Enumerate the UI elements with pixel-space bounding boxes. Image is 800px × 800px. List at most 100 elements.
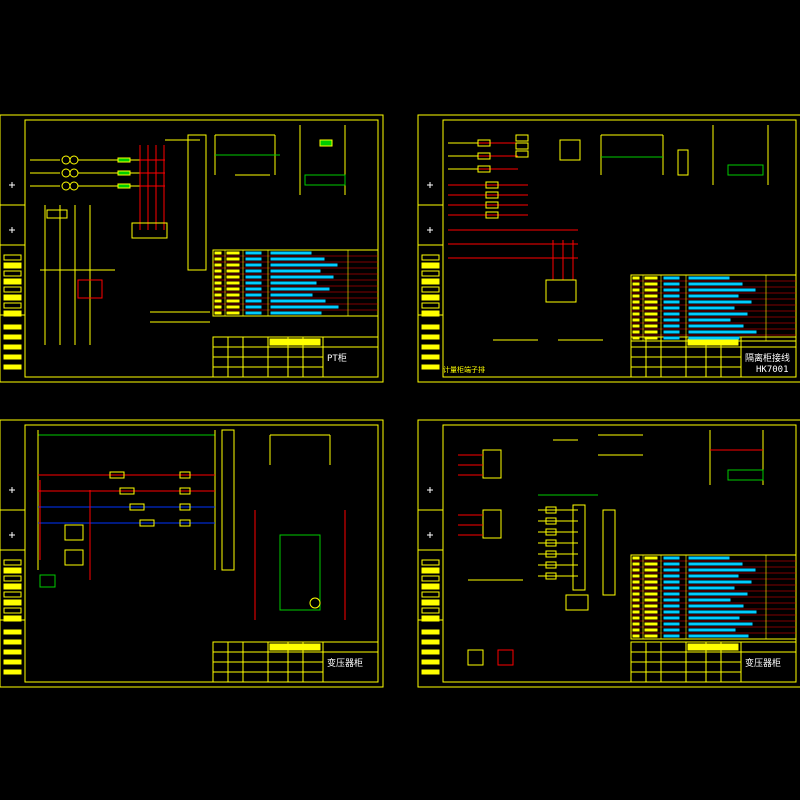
cell-mark (688, 282, 743, 286)
cell-mark (632, 300, 640, 304)
legend-cell (421, 324, 440, 330)
component-table (212, 249, 379, 317)
contact (46, 209, 68, 219)
circuit (37, 429, 346, 620)
cell-mark (214, 275, 222, 279)
cell-mark (270, 269, 321, 273)
sheet-title: 隔离柜接线 (745, 352, 790, 364)
legend-cell (3, 559, 22, 566)
cell-mark (632, 586, 640, 590)
legend-cell (3, 310, 22, 317)
sheet-inner-border (442, 424, 797, 683)
cell-mark (688, 574, 739, 578)
table-frame (212, 249, 379, 317)
legend-cell (3, 286, 22, 293)
cell-mark (644, 562, 658, 566)
cell-mark (245, 311, 262, 315)
cell-mark (663, 556, 680, 560)
cell-mark (644, 324, 658, 328)
cell-mark (226, 257, 240, 261)
cell-mark (663, 324, 680, 328)
company-mark (687, 643, 739, 651)
cell-mark (214, 299, 222, 303)
breaker (77, 279, 103, 299)
transformer-coil (61, 155, 71, 165)
contact (119, 487, 135, 495)
legend-cell (421, 659, 440, 665)
legend-cell (3, 567, 22, 574)
contact (139, 519, 155, 527)
fuse (117, 170, 131, 176)
sheet-top-left: PT柜 (0, 114, 384, 383)
legend-cell (3, 599, 22, 606)
cell-mark (688, 616, 740, 620)
legend-cell (3, 649, 22, 655)
cell-mark (270, 293, 313, 297)
legend-cell (3, 254, 22, 261)
cell-mark (688, 312, 748, 316)
cell-mark (644, 294, 658, 298)
legend-cell (421, 615, 440, 622)
cell-mark (214, 311, 222, 315)
terminal-strip (221, 429, 235, 571)
sheet-bottom-left: 变压器柜 (0, 419, 384, 688)
cell-mark (632, 312, 640, 316)
sheet-title: 变压器柜 (745, 657, 781, 669)
sheet-outer-border (0, 114, 384, 383)
cell-mark (245, 275, 262, 279)
cell-mark (270, 281, 317, 285)
cell-mark (688, 598, 731, 602)
cell-mark (663, 592, 680, 596)
cell-mark (688, 300, 752, 304)
circuit (30, 125, 346, 345)
motor-symbol (309, 597, 321, 609)
cell-mark (214, 305, 222, 309)
cell-mark (270, 263, 338, 267)
cell-mark (688, 562, 743, 566)
legend-cell (421, 278, 440, 285)
cell-mark (644, 330, 658, 334)
legend-cell (421, 583, 440, 590)
cell-mark (632, 580, 640, 584)
component-table (630, 274, 797, 342)
cell-mark (688, 622, 753, 626)
cell-mark (663, 288, 680, 292)
transformer-coil (69, 168, 79, 178)
cell-mark (632, 556, 640, 560)
cell-mark (226, 311, 240, 315)
contact (545, 572, 557, 580)
cell-mark (663, 312, 680, 316)
cell-mark (688, 556, 730, 560)
legend-cell (421, 270, 440, 277)
cell-mark (663, 622, 680, 626)
cell-mark (688, 592, 748, 596)
cell-mark (644, 312, 658, 316)
cell-mark (663, 282, 680, 286)
company-mark (269, 643, 321, 651)
cell-mark (632, 562, 640, 566)
relay (319, 139, 333, 147)
cell-mark (688, 336, 740, 340)
block (467, 649, 484, 666)
relay (304, 174, 346, 186)
legend-cell (3, 583, 22, 590)
legend-cell (3, 575, 22, 582)
cell-mark (688, 288, 756, 292)
cell-mark (644, 556, 658, 560)
cell-mark (644, 616, 658, 620)
cell-mark (226, 263, 240, 267)
ct (477, 165, 491, 173)
motor-panel (279, 534, 321, 611)
cell-mark (644, 610, 658, 614)
cell-mark (644, 300, 658, 304)
cell-mark (245, 281, 262, 285)
sheet-outer-border (0, 419, 384, 688)
company-mark (269, 338, 321, 346)
legend-cell (421, 575, 440, 582)
cell-mark (226, 251, 240, 255)
cell-mark (663, 586, 680, 590)
cell-mark (632, 628, 640, 632)
cell-mark (644, 592, 658, 596)
